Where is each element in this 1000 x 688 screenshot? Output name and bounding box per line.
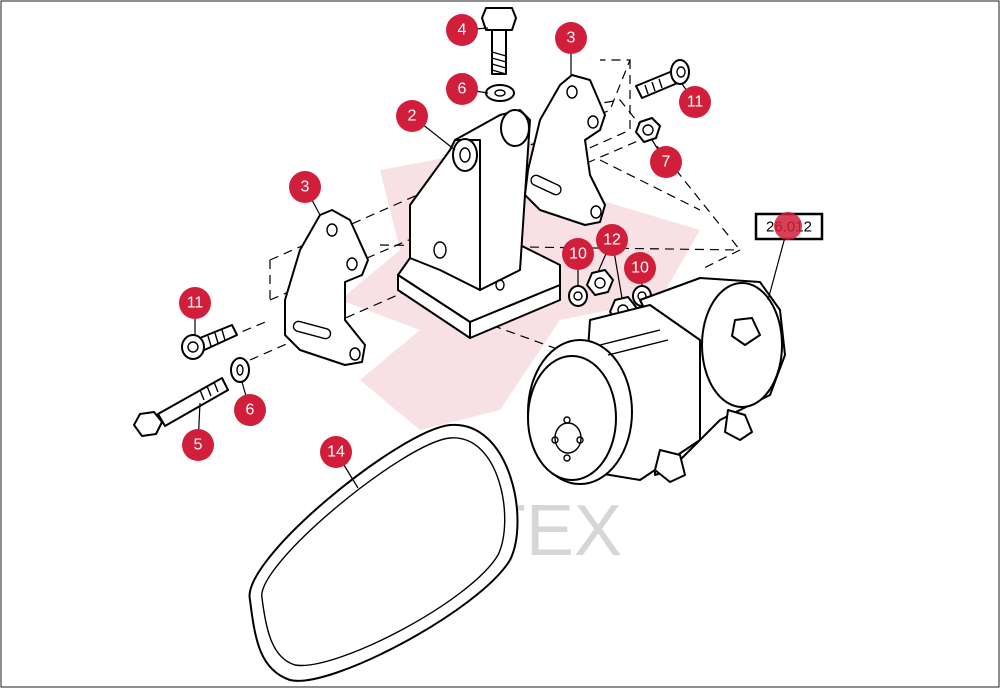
callout-2[interactable]: 2 xyxy=(396,100,428,132)
bracket-plate-3-right xyxy=(524,74,606,226)
callout-14-label: 14 xyxy=(327,444,345,461)
callout-10-right-label: 10 xyxy=(631,260,649,277)
callout-4-label: 4 xyxy=(458,22,467,39)
washer-6-left xyxy=(230,357,250,383)
callout-3-left[interactable]: 3 xyxy=(289,171,321,203)
callouts: 4 6 3 11 2 7 3 10 12 10 11 6 5 14 xyxy=(179,14,802,468)
callout-11-left[interactable]: 11 xyxy=(179,287,211,319)
callout-12-label: 12 xyxy=(603,232,621,249)
nut-12-upper xyxy=(586,269,614,296)
washer-6-top xyxy=(485,84,515,102)
ac-compressor xyxy=(527,277,786,485)
callout-11-left-label: 11 xyxy=(187,295,204,312)
callout-11-right-label: 11 xyxy=(687,94,704,111)
callout-10-left[interactable]: 10 xyxy=(562,238,594,270)
callout-4[interactable]: 4 xyxy=(446,14,478,46)
callout-3-left-label: 3 xyxy=(301,179,310,196)
nut-7 xyxy=(635,117,661,143)
callout-6-left-label: 6 xyxy=(246,402,255,419)
mounting-bracket-2 xyxy=(397,109,561,339)
callout-3-right-label: 3 xyxy=(567,30,576,47)
callout-6-left[interactable]: 6 xyxy=(234,394,266,426)
callout-3-right[interactable]: 3 xyxy=(555,22,587,54)
callout-7[interactable]: 7 xyxy=(650,146,682,178)
callout-6-top-label: 6 xyxy=(458,81,467,98)
washer-10-left xyxy=(568,285,588,307)
callout-2-label: 2 xyxy=(408,108,417,125)
v-belt-14 xyxy=(248,423,519,682)
bolt-4 xyxy=(481,7,517,75)
callout-5[interactable]: 5 xyxy=(182,429,214,461)
callout-10-right[interactable]: 10 xyxy=(624,252,656,284)
callout-12[interactable]: 12 xyxy=(596,224,628,256)
cap-screw-11-left xyxy=(181,324,238,360)
bolt-5 xyxy=(133,377,229,437)
callout-11-right[interactable]: 11 xyxy=(679,86,711,118)
callout-7-label: 7 xyxy=(662,154,671,171)
callout-ref xyxy=(774,212,802,240)
callout-6-top[interactable]: 6 xyxy=(446,73,478,105)
cap-screw-11-right xyxy=(635,59,690,99)
bracket-plate-3-left xyxy=(284,209,369,366)
callout-10-left-label: 10 xyxy=(569,246,587,263)
callout-5-label: 5 xyxy=(194,437,203,454)
callout-14[interactable]: 14 xyxy=(320,436,352,468)
